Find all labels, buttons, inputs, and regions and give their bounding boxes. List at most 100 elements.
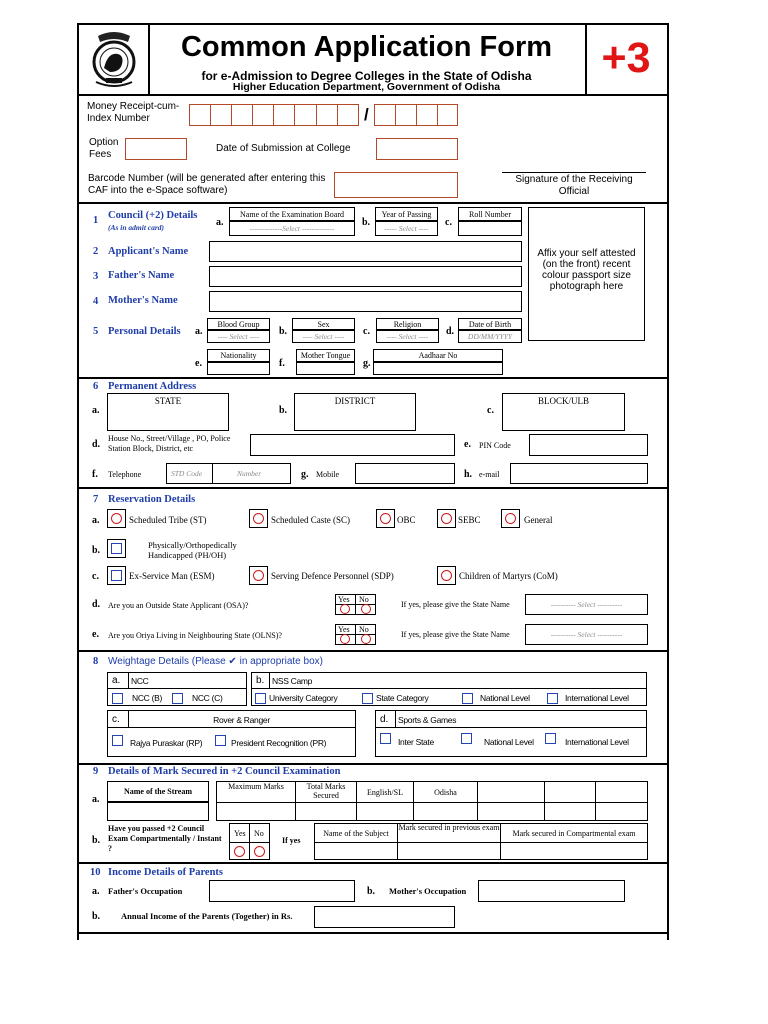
- sc-option[interactable]: [249, 509, 268, 528]
- telephone-field[interactable]: STD Code Number: [166, 463, 291, 484]
- house-field[interactable]: [250, 434, 455, 456]
- cell-sep: [217, 802, 647, 803]
- university-checkbox[interactable]: [255, 693, 266, 704]
- cell-sep: [108, 727, 355, 728]
- com-option[interactable]: [437, 566, 456, 585]
- passed-question: Have you passed +2 Council Exam Compartm…: [108, 824, 222, 853]
- exam-board-select[interactable]: -------------Select -------------: [229, 221, 355, 236]
- section-number: 5: [93, 326, 99, 337]
- inter-state-checkbox[interactable]: [380, 733, 391, 744]
- state-category-checkbox[interactable]: [362, 693, 373, 704]
- stream-field[interactable]: [107, 802, 209, 821]
- email-field[interactable]: [510, 463, 648, 484]
- cell-sep: [252, 688, 646, 689]
- state-field[interactable]: STATE: [107, 393, 229, 431]
- block-field[interactable]: BLOCK/ULB: [502, 393, 625, 431]
- olns-yes-no[interactable]: Yes No: [335, 624, 376, 645]
- item-letter: b.: [92, 835, 101, 846]
- osa-no-radio[interactable]: [361, 604, 371, 614]
- roll-number-field[interactable]: [458, 221, 522, 236]
- select-hint: ---- Select ----: [217, 332, 260, 341]
- radio-icon: [380, 513, 391, 524]
- select-hint: ---- Select ----: [302, 332, 345, 341]
- photo-box[interactable]: Affix your self attested (on the front) …: [528, 207, 645, 341]
- permanent-address-title: Permanent Address: [108, 381, 197, 392]
- cell-sep: [397, 824, 398, 859]
- international-checkbox[interactable]: [547, 693, 558, 704]
- council-details-title: Council (+2) Details: [108, 210, 198, 221]
- osa-yes-no[interactable]: Yes No: [335, 594, 376, 615]
- esm-option[interactable]: [107, 566, 126, 585]
- sebc-label: SEBC: [458, 515, 481, 525]
- father-name-label: Father's Name: [108, 270, 175, 281]
- compartmental-no-radio[interactable]: [254, 846, 265, 857]
- ncc-group: a. NCC NCC (B) NCC (C): [107, 672, 247, 706]
- international2-checkbox[interactable]: [545, 733, 556, 744]
- mother-occupation-field[interactable]: [478, 880, 625, 902]
- osa-state-select[interactable]: ---------- Select ----------: [525, 594, 648, 615]
- item-letter: e.: [92, 629, 99, 640]
- section-number: 7: [93, 494, 99, 505]
- item-letter: d.: [446, 326, 455, 337]
- ncc-b-checkbox[interactable]: [112, 693, 123, 704]
- compartmental-header: Mark secured in Compartmental exam: [512, 829, 636, 838]
- income-title: Income Details of Parents: [108, 867, 223, 878]
- national-checkbox[interactable]: [462, 693, 473, 704]
- sebc-option[interactable]: [437, 509, 456, 528]
- cell-sep: [395, 104, 396, 126]
- religion-select[interactable]: ---- Select ----: [376, 330, 439, 343]
- olns-no-radio[interactable]: [361, 634, 371, 644]
- compartmental-yes-no[interactable]: Yes No: [229, 823, 270, 860]
- olns-state-select[interactable]: ---------- Select ----------: [525, 624, 648, 645]
- item-letter: b.: [256, 675, 265, 686]
- annual-income-field[interactable]: [314, 906, 455, 928]
- aadhaar-header: Aadhaar No: [373, 349, 503, 362]
- compartmental-yes-radio[interactable]: [234, 846, 245, 857]
- applicant-name-field[interactable]: [209, 241, 522, 262]
- checkbox-icon: [111, 570, 122, 581]
- option-fees-field[interactable]: [125, 138, 187, 160]
- father-name-field[interactable]: [209, 266, 522, 287]
- district-field[interactable]: DISTRICT: [294, 393, 416, 431]
- ncc-b-label: NCC (B): [132, 693, 163, 703]
- aadhaar-field[interactable]: [373, 362, 503, 375]
- section-number: 3: [93, 271, 99, 282]
- item-letter: a.: [92, 405, 100, 416]
- dob-field[interactable]: DD/MM/YYYY: [458, 330, 522, 343]
- osa-yes-radio[interactable]: [340, 604, 350, 614]
- rajya-checkbox[interactable]: [112, 735, 123, 746]
- university-label: University Category: [269, 693, 338, 703]
- mother-tongue-field[interactable]: [296, 362, 355, 375]
- cell-sep: [295, 782, 296, 820]
- cell-sep: [437, 104, 438, 126]
- cell-sep: [128, 673, 129, 688]
- pin-field[interactable]: [529, 434, 648, 456]
- sex-select[interactable]: ---- Select ----: [292, 330, 355, 343]
- mother-name-field[interactable]: [209, 291, 522, 312]
- item-letter: b.: [279, 326, 288, 337]
- cell-sep: [376, 727, 646, 728]
- english-header: English/SL: [366, 788, 403, 797]
- barcode-field[interactable]: [334, 172, 458, 198]
- general-option[interactable]: [501, 509, 520, 528]
- st-option[interactable]: [107, 509, 126, 528]
- father-occupation-field[interactable]: [209, 880, 355, 902]
- year-passing-select[interactable]: ----- Select ----: [375, 221, 438, 236]
- mobile-field[interactable]: [355, 463, 455, 484]
- money-receipt-field[interactable]: [189, 104, 359, 126]
- ph-option[interactable]: [107, 539, 126, 558]
- obc-option[interactable]: [376, 509, 395, 528]
- olns-yes-radio[interactable]: [340, 634, 350, 644]
- nationality-field[interactable]: [207, 362, 270, 375]
- president-checkbox[interactable]: [215, 735, 226, 746]
- cell-sep: [477, 782, 478, 820]
- receipt-slash: /: [364, 105, 369, 124]
- blood-group-select[interactable]: ---- Select ----: [207, 330, 270, 343]
- national2-checkbox[interactable]: [461, 733, 472, 744]
- divider-6: [77, 377, 669, 379]
- olns-ifyes-label: If yes, please give the State Name: [401, 630, 510, 639]
- item-letter: b.: [92, 545, 101, 556]
- date-submission-field[interactable]: [376, 138, 458, 160]
- sdp-option[interactable]: [249, 566, 268, 585]
- ncc-c-checkbox[interactable]: [172, 693, 183, 704]
